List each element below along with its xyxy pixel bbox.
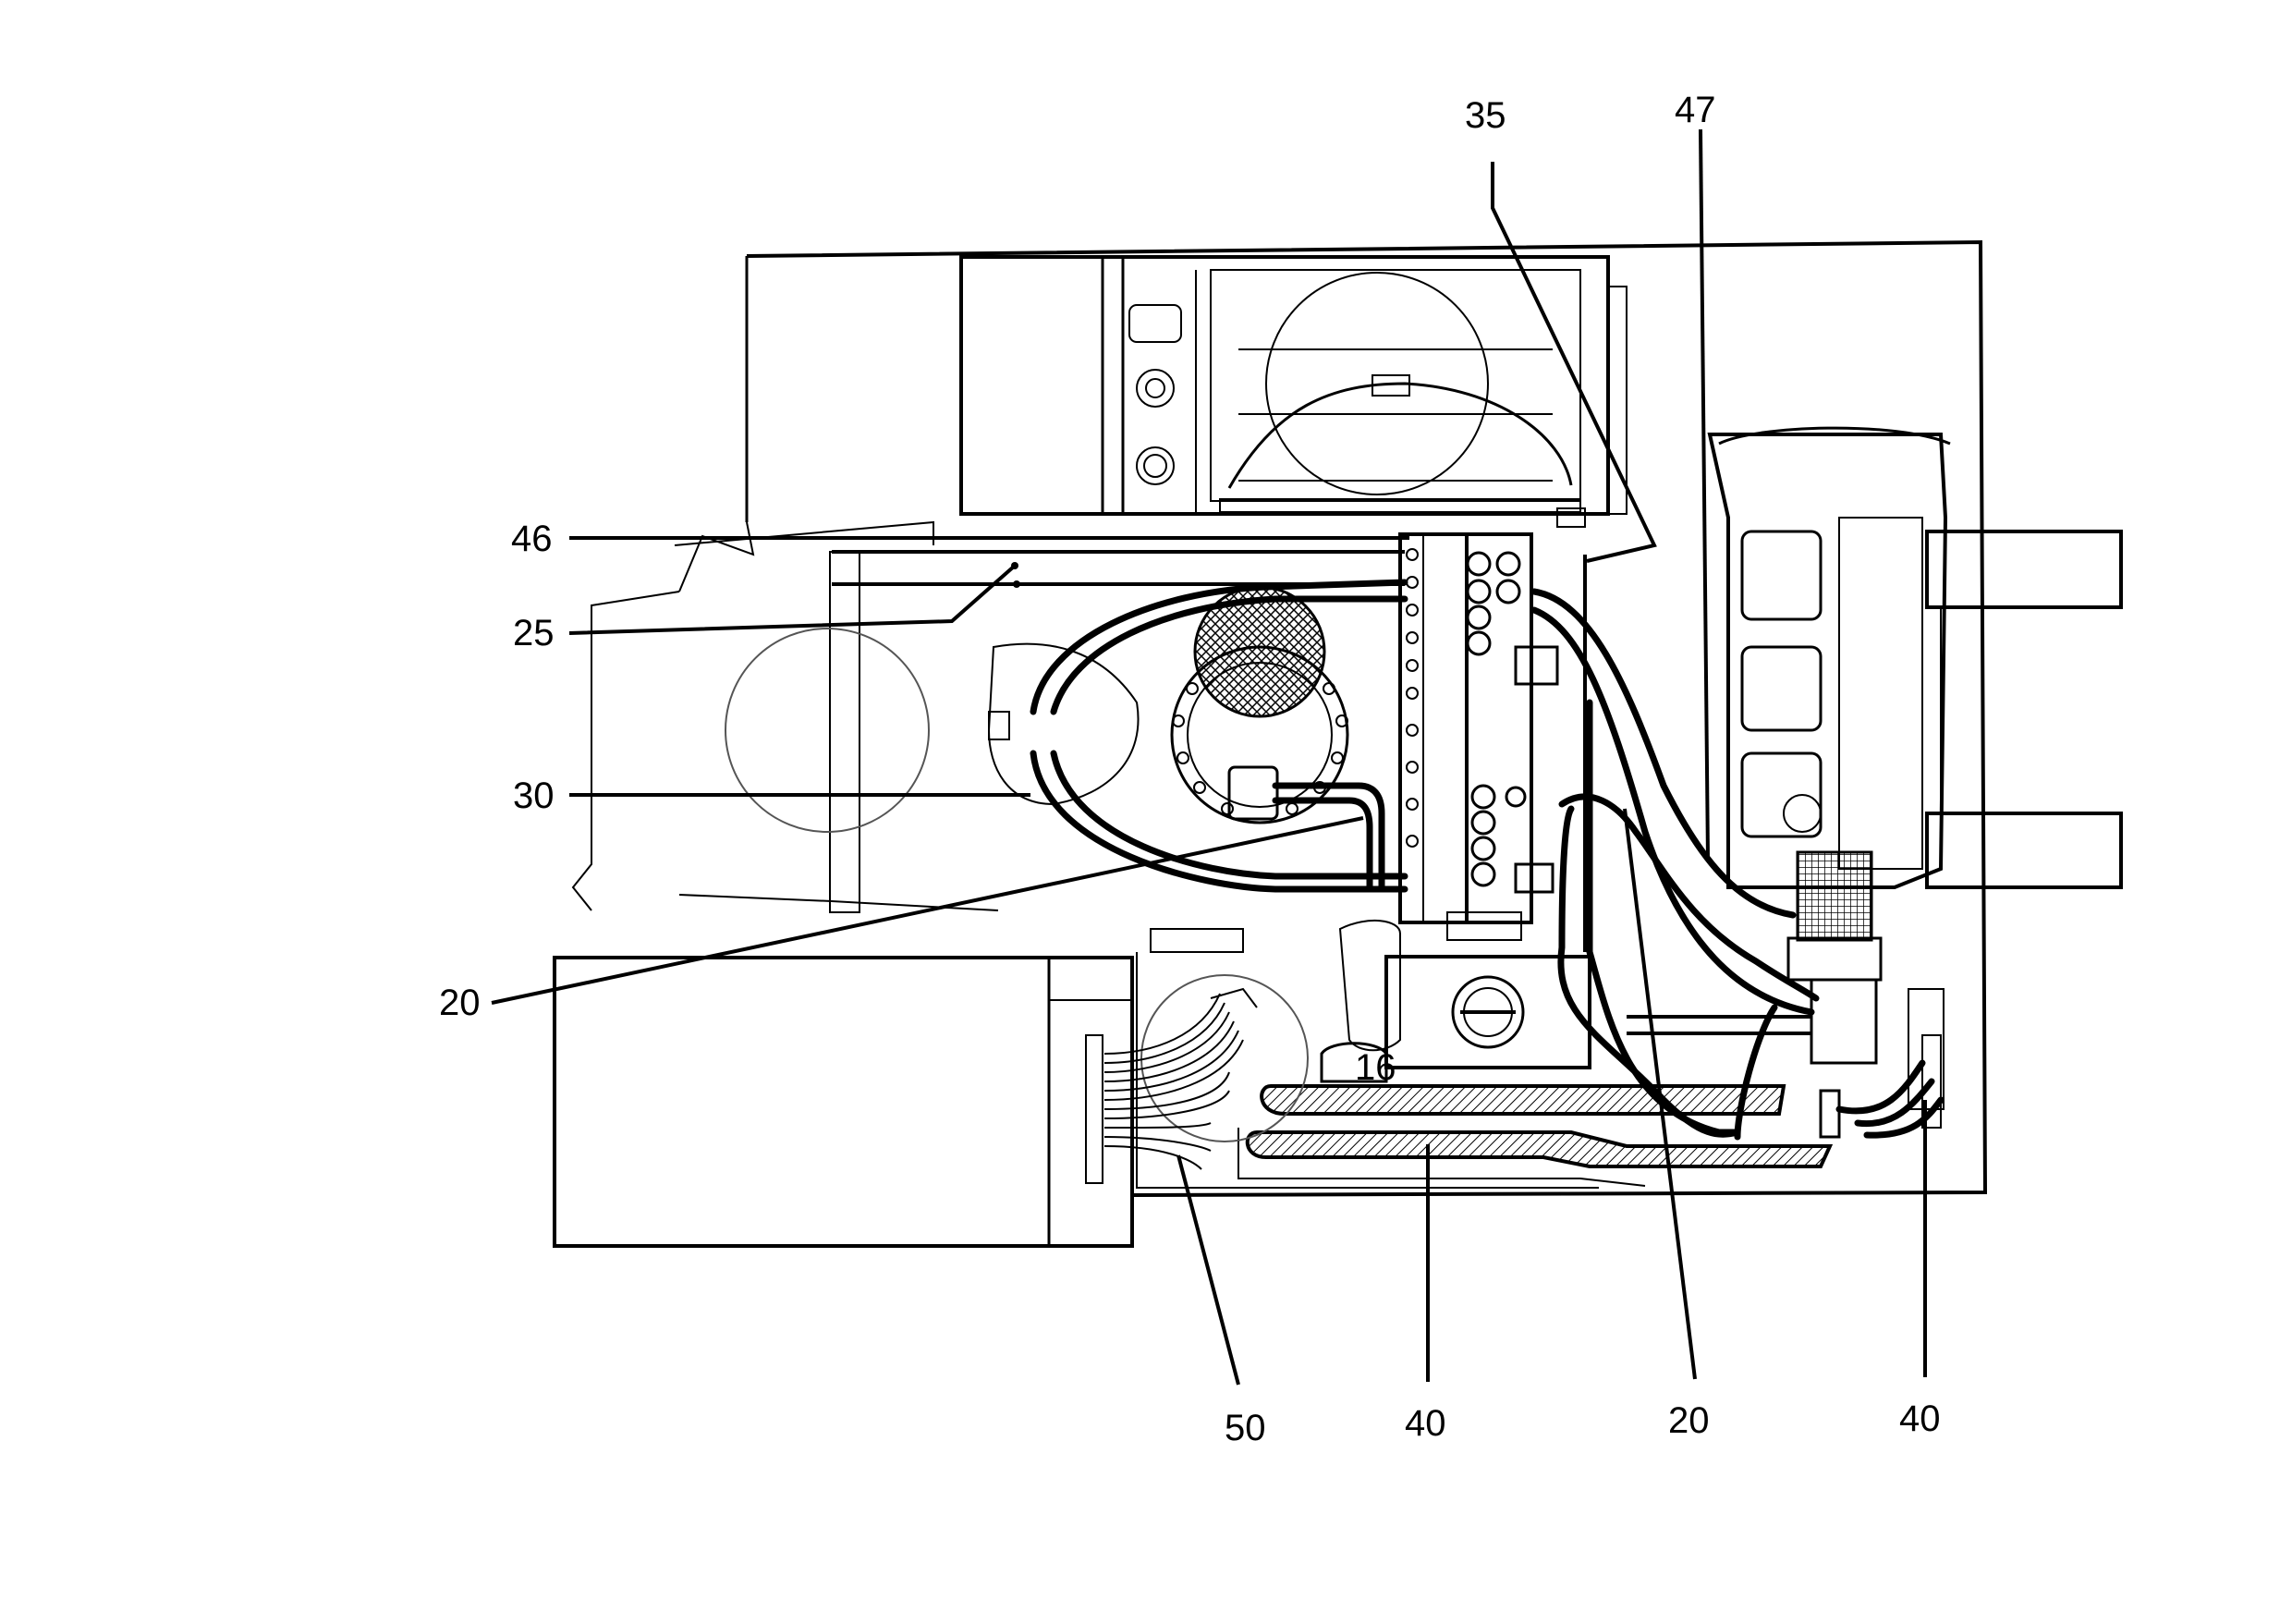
engine (1707, 426, 2123, 982)
valve-circles-upper (1466, 551, 1521, 656)
hull-outline (571, 239, 1988, 1197)
small-mark-label: 16 (1355, 1047, 1396, 1088)
callout-25: 25 (513, 613, 555, 653)
callout-47: 47 (1675, 90, 1716, 130)
leader-20-bottom (1623, 808, 1697, 1380)
wiring-harness (1103, 987, 1258, 1170)
engine-lower (1810, 978, 1945, 1139)
leader-35 (1491, 162, 1657, 563)
leader-50 (1176, 1154, 1240, 1386)
valve-block (1398, 532, 1559, 941)
callout-50: 50 (1225, 1408, 1266, 1448)
callout-35: 35 (1465, 95, 1506, 136)
leader-47 (1699, 128, 1710, 861)
leader-20-left (491, 816, 1364, 1005)
lower-left-box (553, 952, 1599, 1248)
callout-labels: 35 47 46 25 30 20 50 40 20 40 (439, 90, 1941, 1448)
block-ports (1406, 548, 1419, 848)
callout-46: 46 (511, 519, 553, 559)
leader-25 (568, 564, 1017, 635)
leader-lines (491, 128, 1927, 1386)
cooler-box (959, 255, 1628, 528)
callout-20-left: 20 (439, 983, 481, 1023)
callout-40-left: 40 (1405, 1403, 1446, 1444)
callout-40-right: 40 (1899, 1398, 1941, 1439)
valve-circles-lower (1470, 784, 1527, 887)
transmission-housing (674, 520, 1140, 913)
brake-disk (1170, 585, 1349, 824)
callout-20-bottom: 20 (1668, 1400, 1710, 1441)
hydraulic-pipes (832, 550, 1945, 1141)
center-box: 16 (1150, 919, 1591, 1088)
callout-30: 30 (513, 775, 555, 816)
